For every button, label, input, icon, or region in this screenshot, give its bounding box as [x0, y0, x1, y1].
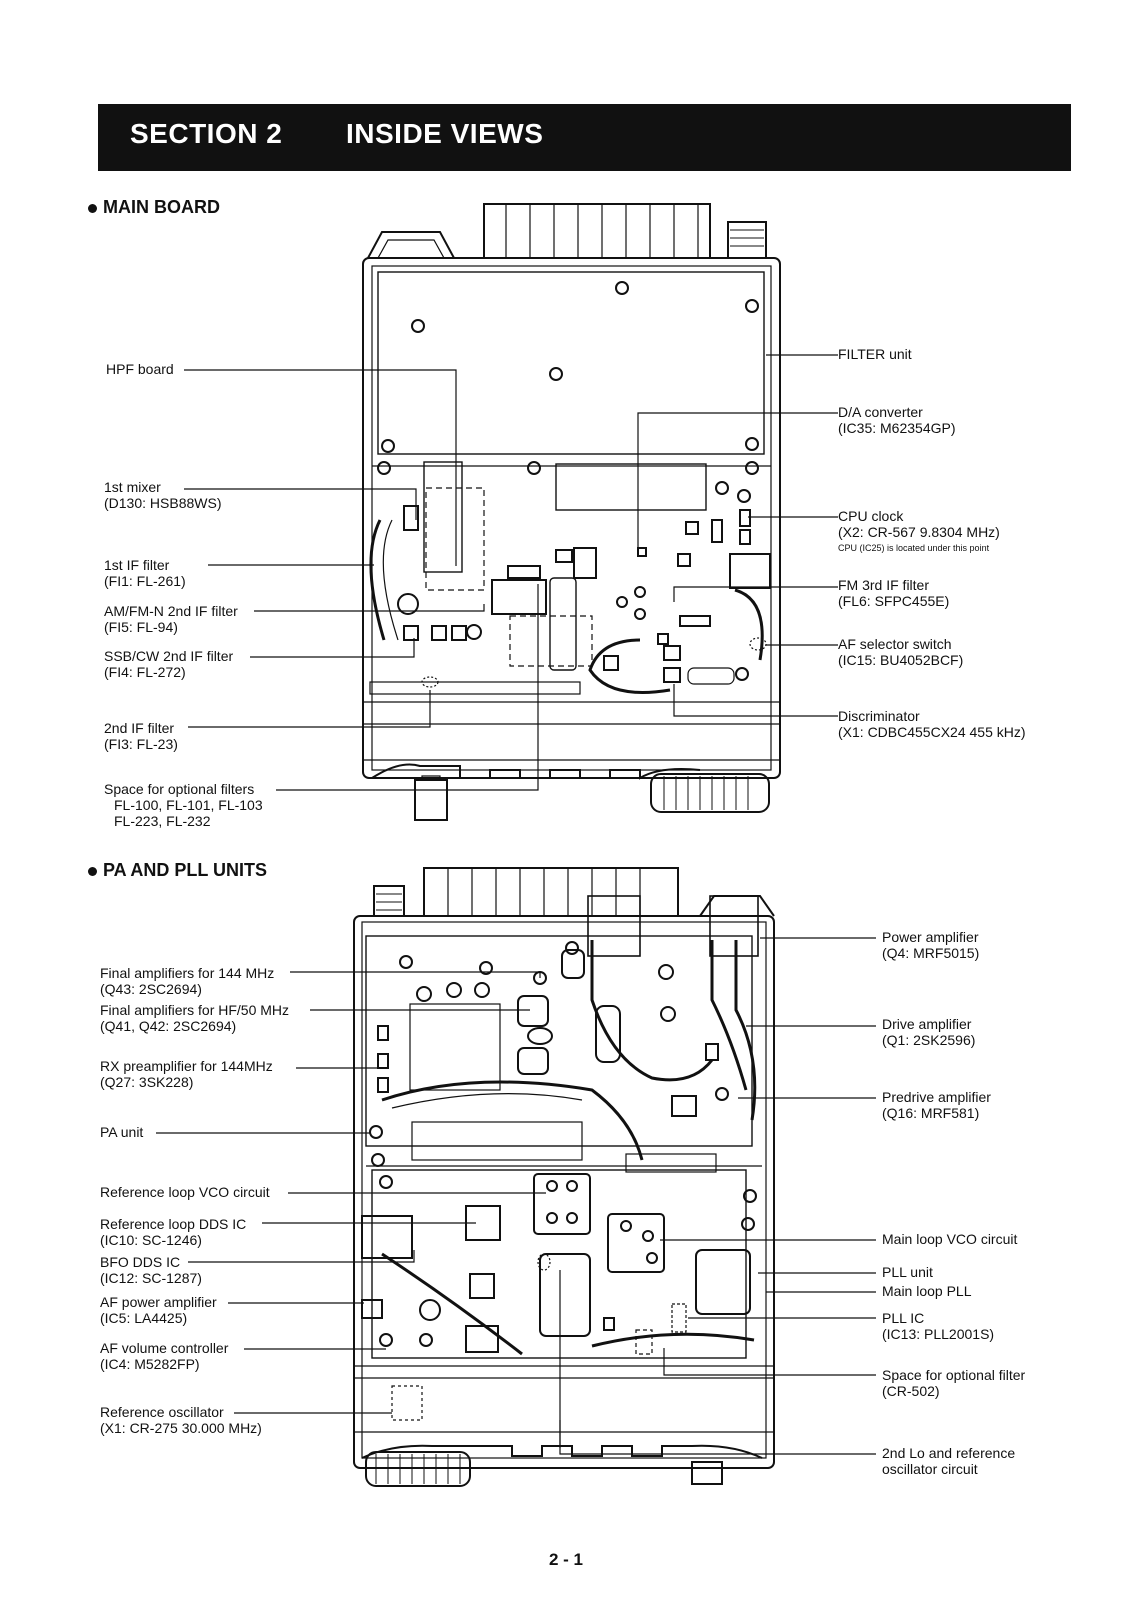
label-rx-preamp: RX preamplifier for 144MHz (Q27: 3SK228)	[100, 1058, 273, 1090]
label-hpf-board: HPF board	[106, 361, 174, 377]
bullet-icon	[88, 866, 97, 876]
section-title: INSIDE VIEWS	[346, 118, 544, 149]
label-af-power-amp: AF power amplifier (IC5: LA4425)	[100, 1294, 217, 1326]
label-da-converter: D/A converter (IC35: M62354GP)	[838, 404, 956, 436]
label-final-amp-hf50: Final amplifiers for HF/50 MHz (Q41, Q42…	[100, 1002, 290, 1034]
label-ssbcw-2nd-if-filter: SSB/CW 2nd IF filter (FI4: FL-272)	[104, 648, 234, 680]
section-number: SECTION 2	[130, 118, 283, 149]
label-pll-unit: PLL unit	[882, 1264, 933, 1280]
label-main-loop-pll: Main loop PLL	[882, 1283, 972, 1299]
label-2nd-if-filter: 2nd IF filter (FI3: FL-23)	[104, 720, 178, 752]
label-bfo-dds: BFO DDS IC (IC12: SC-1287)	[100, 1254, 202, 1286]
label-main-loop-vco: Main loop VCO circuit	[882, 1231, 1018, 1247]
label-ref-loop-dds: Reference loop DDS IC (IC10: SC-1246)	[100, 1216, 247, 1248]
page-number: 2 - 1	[548, 1550, 584, 1569]
label-drive-amplifier: Drive amplifier (Q1: 2SK2596)	[882, 1016, 976, 1048]
label-power-amplifier: Power amplifier (Q4: MRF5015)	[882, 929, 980, 961]
main-board-diagram	[362, 203, 781, 821]
label-1st-mixer: 1st mixer (D130: HSB88WS)	[104, 479, 222, 511]
label-af-volume: AF volume controller (IC4: M5282FP)	[100, 1340, 229, 1372]
label-pll-ic: PLL IC (IC13: PLL2001S)	[882, 1310, 995, 1342]
label-cpu-clock: CPU clock (X2: CR-567 9.8304 MHz) CPU (I…	[838, 508, 1000, 553]
label-amfm-2nd-if-filter: AM/FM-N 2nd IF filter (FI5: FL-94)	[104, 603, 238, 635]
bullet-icon	[88, 203, 97, 213]
label-ref-loop-vco: Reference loop VCO circuit	[100, 1184, 270, 1200]
pa-pll-heading: PA AND PLL UNITS	[88, 860, 267, 881]
label-2nd-lo-ref-osc: 2nd Lo and reference oscillator circuit	[882, 1445, 1016, 1477]
label-optional-filters: Space for optional filters FL-100, FL-10…	[104, 781, 263, 829]
section-header: SECTION 2 INSIDE VIEWS	[98, 104, 1071, 171]
pa-pll-diagram	[353, 867, 775, 1487]
label-ref-oscillator: Reference oscillator (X1: CR-275 30.000 …	[100, 1404, 262, 1436]
label-pa-unit: PA unit	[100, 1124, 144, 1140]
label-1st-if-filter: 1st IF filter (FI1: FL-261)	[104, 557, 186, 589]
label-af-selector-switch: AF selector switch (IC15: BU4052BCF)	[838, 636, 964, 668]
label-optional-filter-cr502: Space for optional filter (CR-502)	[882, 1367, 1026, 1399]
label-final-amp-144: Final amplifiers for 144 MHz (Q43: 2SC26…	[100, 965, 275, 997]
label-discriminator: Discriminator (X1: CDBC455CX24 455 kHz)	[838, 708, 1026, 740]
label-predrive-amplifier: Predrive amplifier (Q16: MRF581)	[882, 1089, 991, 1121]
leader-lines	[156, 354, 876, 1455]
label-filter-unit: FILTER unit	[838, 346, 912, 362]
label-fm-3rd-if-filter: FM 3rd IF filter (FL6: SFPC455E)	[838, 577, 950, 609]
main-board-heading: MAIN BOARD	[88, 197, 220, 218]
